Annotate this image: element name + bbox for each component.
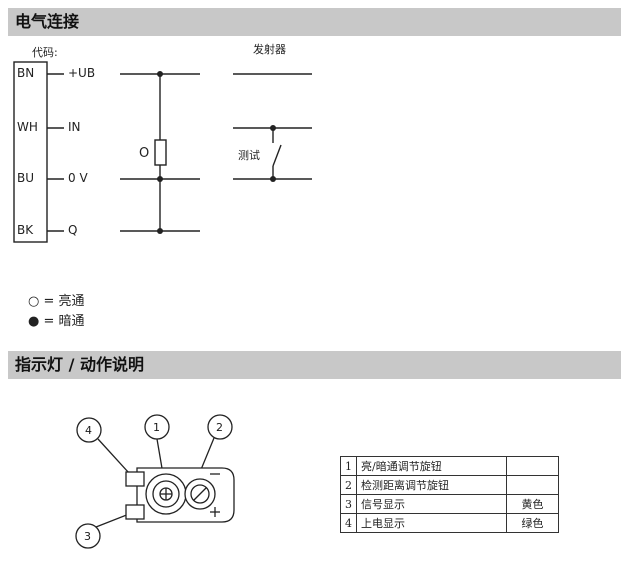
legend-dark-on: ● = 暗通: [28, 310, 85, 329]
table-cell-num: 4: [340, 513, 357, 533]
table-cell-num: 1: [340, 456, 357, 476]
table-row: 2 检测距离调节旋钮: [340, 475, 559, 495]
table-row: 3 信号显示 黄色: [340, 494, 559, 514]
table-cell-desc: 亮/暗通调节旋钮: [356, 456, 507, 476]
table-row: 1 亮/暗通调节旋钮: [340, 456, 559, 476]
wire-signal-in: IN: [68, 120, 81, 134]
table-cell-value: [506, 475, 559, 495]
code-label: 代码:: [32, 46, 58, 59]
wire-signal-ub: +UB: [68, 66, 96, 80]
open-circle-icon: ○: [28, 294, 40, 309]
connector-box: [13, 61, 48, 243]
callout-4: 4: [85, 424, 92, 437]
table-cell-value: 黄色: [506, 494, 559, 514]
callout-2: 2: [216, 421, 223, 434]
table-cell-desc: 信号显示: [356, 494, 507, 514]
table-row: 4 上电显示 绿色: [340, 513, 559, 533]
section-header-wiring: 电气连接: [8, 8, 621, 36]
wire-code-bn: BN: [17, 66, 35, 80]
wire-signal-0v: 0 V: [68, 171, 88, 185]
filled-circle-icon: ●: [28, 314, 40, 329]
table-cell-num: 2: [340, 475, 357, 495]
resistor-symbol-label: O: [139, 146, 150, 161]
emitter-label: 发射器: [253, 43, 286, 56]
test-label: 测试: [238, 149, 260, 162]
legend-light-on: ○ = 亮通: [28, 290, 85, 309]
table-cell-value: 绿色: [506, 513, 559, 533]
table-cell-num: 3: [340, 494, 357, 514]
wire-code-bk: BK: [17, 223, 34, 237]
junction-dot: [157, 228, 163, 234]
junction-dot: [157, 71, 163, 77]
section-header-indicator: 指示灯 / 动作说明: [8, 351, 621, 379]
indicator-table: 1 亮/暗通调节旋钮 2 检测距离调节旋钮 3 信号显示 黄色 4 上电显示 绿…: [340, 456, 559, 533]
wire-code-wh: WH: [17, 120, 38, 134]
callout-3: 3: [84, 530, 91, 543]
legend-light-on-text: = 亮通: [43, 294, 85, 309]
junction-dot: [270, 176, 276, 182]
callout-1: 1: [153, 421, 160, 434]
table-cell-desc: 上电显示: [356, 513, 507, 533]
junction-dot: [270, 125, 276, 131]
junction-dot: [157, 176, 163, 182]
test-switch: [272, 144, 282, 167]
wire-signal-q: Q: [68, 223, 78, 237]
table-cell-desc: 检测距离调节旋钮: [356, 475, 507, 495]
legend-dark-on-text: = 暗通: [43, 314, 85, 329]
wire-code-bu: BU: [17, 171, 35, 185]
table-cell-value: [506, 456, 559, 476]
